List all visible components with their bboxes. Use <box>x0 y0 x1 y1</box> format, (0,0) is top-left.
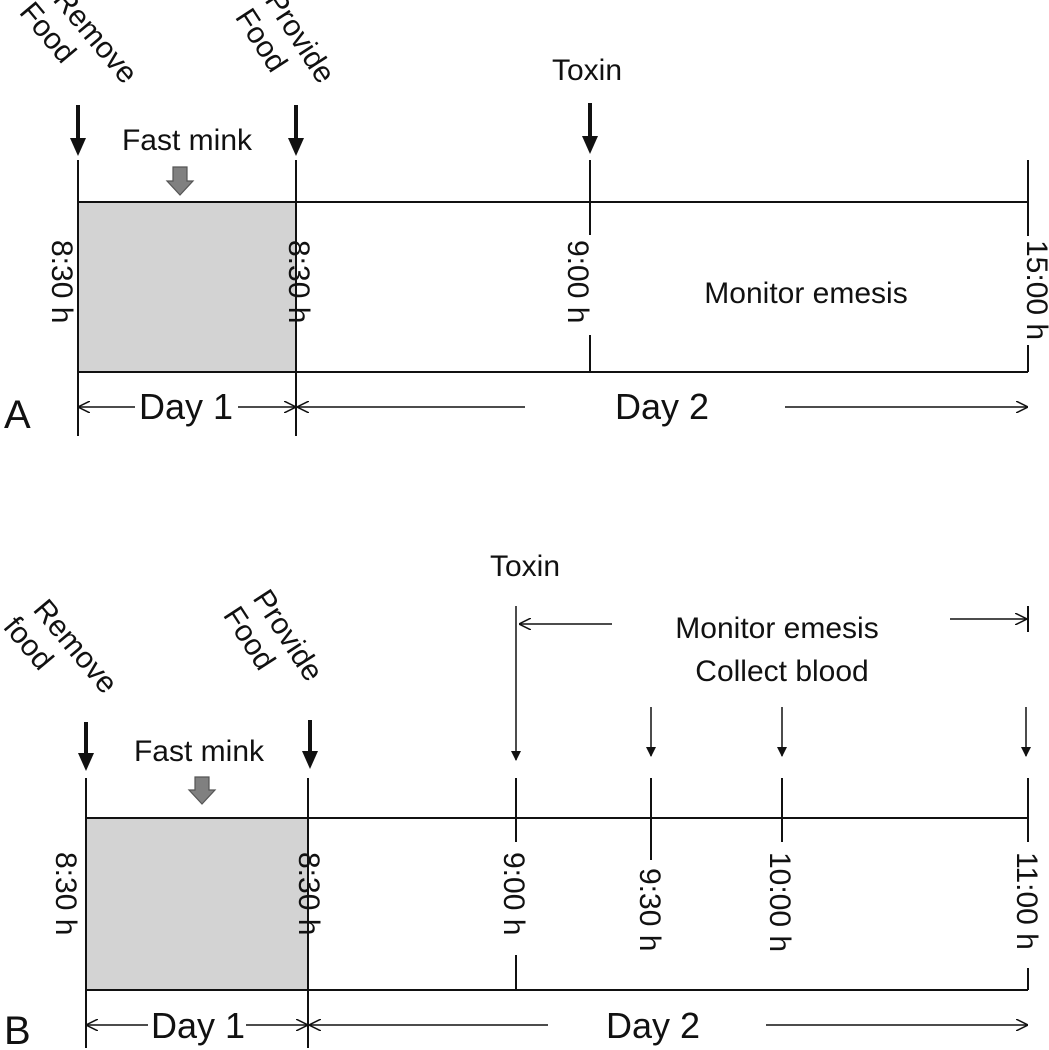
panel-a-fast-mink-label: Fast mink <box>122 124 253 157</box>
panel-a-day1-label: Day 1 <box>139 386 233 427</box>
panel-a-provide-food-label: Provide Food <box>229 0 342 89</box>
panel-b-provide-food-label: Provide Food <box>217 584 330 687</box>
panel-a-letter: A <box>4 393 31 437</box>
panel-a-day2-label: Day 2 <box>615 386 709 427</box>
panel-a: A Remove Food Provide Food Toxin Fast mi… <box>4 0 1049 437</box>
panel-b-time-4: 10:00 h <box>763 852 796 952</box>
panel-b-toxin-label: Toxin <box>490 550 560 583</box>
panel-b-day2-label: Day 2 <box>606 1005 700 1046</box>
panel-b-monitor-emesis-label: Monitor emesis <box>675 612 878 645</box>
panel-b-time-0: 8:30 h <box>49 852 82 935</box>
panel-b-time-2: 9:00 h <box>497 852 530 935</box>
panel-b-time-5: 11:00 h <box>1010 852 1043 950</box>
panel-b-remove-food-label: Remove food <box>0 593 124 700</box>
panel-b-time-1: 8:30 h <box>292 852 325 935</box>
panel-a-toxin-label: Toxin <box>552 54 622 87</box>
panel-b-letter: B <box>4 1009 31 1050</box>
panel-a-fasting-period-box <box>78 202 296 372</box>
panel-b: B Remove food Provide Food Toxin Monitor… <box>0 550 1043 1050</box>
down-arrow-icon <box>78 722 94 771</box>
panel-a-time-3: 15:00 h <box>1020 240 1049 340</box>
panel-a-time-2: 9:00 h <box>561 240 594 323</box>
panel-a-time-1: 8:30 h <box>282 240 315 323</box>
panel-b-day1-label: Day 1 <box>151 1005 245 1046</box>
down-arrow-icon <box>70 105 86 156</box>
block-down-arrow-icon <box>165 166 195 196</box>
panel-b-collect-blood-label: Collect blood <box>695 655 868 688</box>
panel-b-fast-mink-label: Fast mink <box>134 735 265 768</box>
panel-b-time-3: 9:30 h <box>633 868 666 951</box>
panel-b-fasting-period-box <box>86 818 308 990</box>
panel-a-remove-food-label: Remove Food <box>13 0 144 90</box>
down-arrow-icon <box>582 103 598 154</box>
panel-a-time-0: 8:30 h <box>45 240 78 323</box>
block-down-arrow-icon <box>187 776 217 805</box>
down-arrow-icon <box>302 720 318 769</box>
down-arrow-icon <box>288 105 304 156</box>
panel-a-monitor-emesis-label: Monitor emesis <box>704 277 907 310</box>
